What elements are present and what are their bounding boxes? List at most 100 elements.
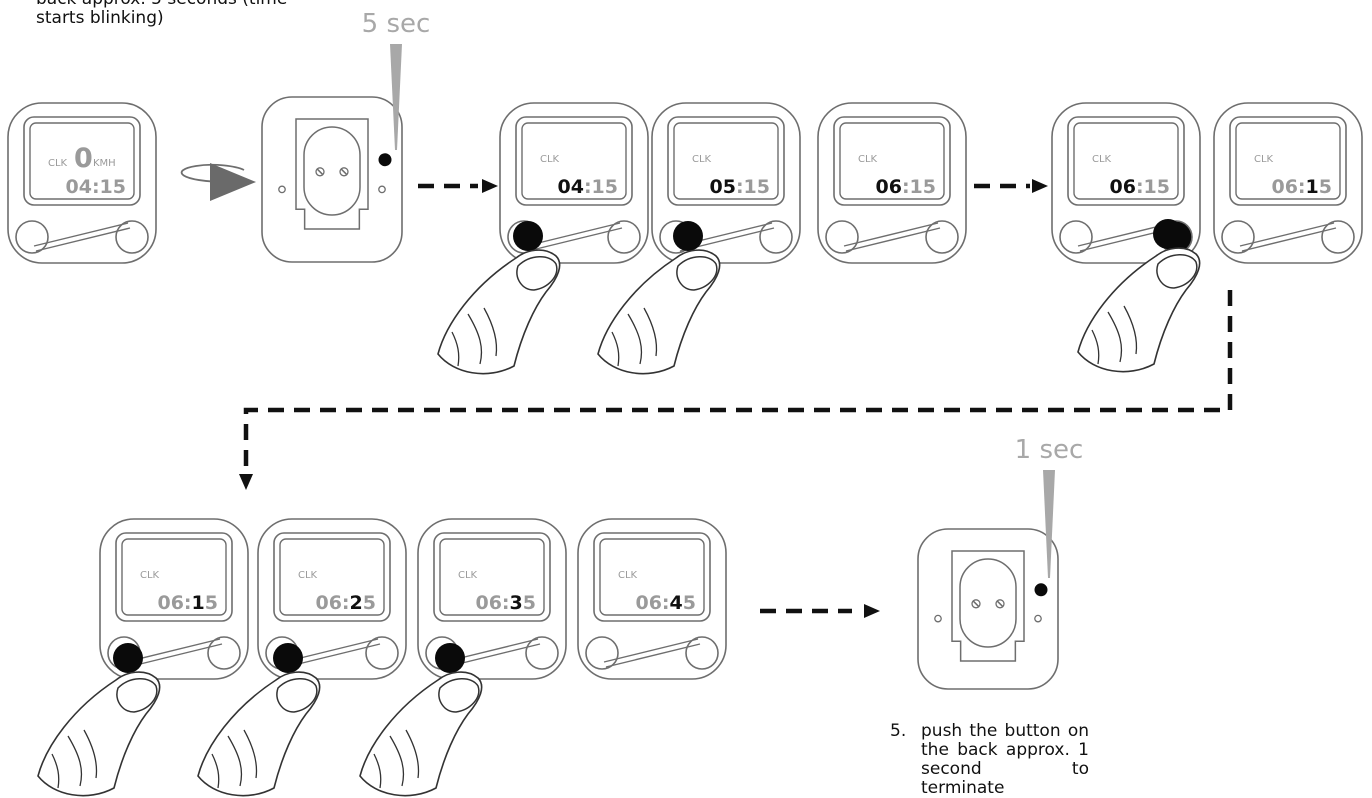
speed-value: 0 <box>74 143 93 174</box>
finger-crease <box>1091 329 1100 365</box>
clk-label: CLK <box>540 154 560 165</box>
pressing-finger <box>37 643 161 797</box>
time-separator: : <box>736 176 744 198</box>
right-button <box>1321 220 1355 254</box>
hours-digits: 05 <box>709 176 735 198</box>
button-line <box>527 227 623 252</box>
finger-crease <box>211 753 220 789</box>
fingernail <box>516 256 558 291</box>
pressed-button <box>113 643 143 673</box>
clk-label: CLK <box>48 158 68 169</box>
minutes-units-digit: 5 <box>363 592 376 614</box>
timer-5-sec-label: 5 sec <box>362 9 431 39</box>
screen <box>599 538 705 616</box>
screen <box>29 122 135 200</box>
finger-crease <box>67 735 83 787</box>
finger-crease <box>389 735 405 787</box>
side-hole <box>1034 614 1042 623</box>
time-separator: : <box>342 592 350 614</box>
clk-label: CLK <box>140 570 160 581</box>
button-line <box>845 227 941 252</box>
time-display: 06:45 <box>635 592 696 614</box>
screen <box>121 538 227 616</box>
hours-digits: 04 <box>557 176 583 198</box>
button-line <box>1241 227 1337 252</box>
time-display: 04:15 <box>557 176 618 198</box>
pressing-finger <box>197 643 321 797</box>
rotate-arc <box>180 163 245 183</box>
rotate-device-icon <box>180 163 256 201</box>
finger-crease <box>627 313 643 365</box>
computer-back-view <box>917 528 1059 690</box>
kmh-label: KMH <box>93 158 116 169</box>
timer-1-sec-label: 1 sec <box>1015 435 1084 465</box>
clk-label: CLK <box>1092 154 1112 165</box>
step4-instruction: back approx. 5 seconds (time starts blin… <box>36 0 287 28</box>
finger-crease <box>643 307 658 357</box>
side-hole <box>278 185 286 194</box>
battery-cover <box>303 126 361 216</box>
flow-connector-head <box>239 474 253 490</box>
back-button <box>378 153 392 167</box>
right-button <box>685 636 719 670</box>
clk-label: CLK <box>692 154 712 165</box>
bike-computer: CLK 06:25 <box>257 518 407 680</box>
screen <box>839 122 945 200</box>
button-line <box>1239 222 1335 247</box>
screw-slot <box>340 168 348 176</box>
hours-digits: 04 <box>65 176 91 198</box>
step5-text: push the button on the back approx. 1 se… <box>921 721 1089 798</box>
clk-label: CLK <box>1254 154 1274 165</box>
pressing-finger <box>597 221 721 375</box>
minutes-tens-digit: 1 <box>192 592 205 614</box>
finger-crease <box>483 307 498 357</box>
minutes-digits: 15 <box>100 176 126 198</box>
minutes-digits: 15 <box>910 176 936 198</box>
hours-digits: 06 <box>635 592 661 614</box>
pressing-finger <box>1077 219 1201 373</box>
finger-crease <box>227 735 243 787</box>
time-display: 06:15 <box>1271 176 1332 198</box>
clk-label: CLK <box>298 570 318 581</box>
finger-crease <box>373 753 382 789</box>
finger-crease <box>611 331 620 367</box>
finger-crease <box>467 313 483 365</box>
minutes-units-digit: 5 <box>523 592 536 614</box>
hours-digits: 06 <box>315 592 341 614</box>
right-button <box>925 220 959 254</box>
button-line <box>843 222 939 247</box>
flow-arrow-head <box>1032 179 1048 193</box>
hours-digits: 06 <box>475 592 501 614</box>
timer-pointer <box>390 44 402 150</box>
right-button <box>207 636 241 670</box>
time-separator: : <box>1298 176 1306 198</box>
screen <box>1235 122 1341 200</box>
pressed-button <box>673 221 703 251</box>
pressed-button <box>513 221 543 251</box>
bike-computer: CLK 06:15 <box>1213 102 1363 264</box>
screen <box>673 122 779 200</box>
battery-cover <box>959 558 1017 648</box>
minutes-units-digit: 5 <box>683 592 696 614</box>
step5-instruction: 5. push the button on the back approx. 1… <box>890 722 1100 798</box>
pressing-finger <box>359 643 483 797</box>
hold-timer: 1 sec <box>1015 435 1084 578</box>
right-button <box>525 636 559 670</box>
pressed-button <box>435 643 465 673</box>
screw-slot <box>972 600 980 608</box>
minutes-digits: 15 <box>592 176 618 198</box>
time-separator: : <box>902 176 910 198</box>
button-line <box>33 222 129 247</box>
screen <box>1073 122 1179 200</box>
time-separator: : <box>662 592 670 614</box>
right-button <box>759 220 793 254</box>
finger-crease <box>1107 311 1123 363</box>
right-button <box>115 220 149 254</box>
minutes-tens-digit: 1 <box>1306 176 1319 198</box>
timer-pointer <box>1043 470 1055 578</box>
minutes-tens-digit: 2 <box>350 592 363 614</box>
flow-arrow-head <box>864 604 880 618</box>
